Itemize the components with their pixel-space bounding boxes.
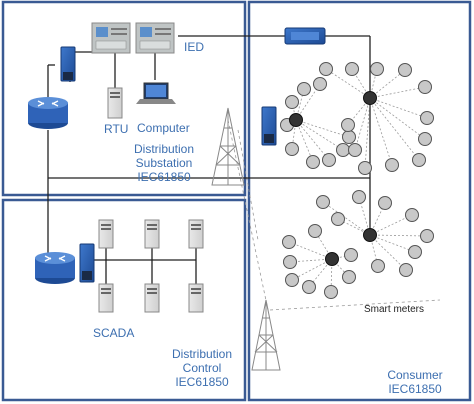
smart-meter-icon	[408, 245, 422, 259]
smart-meter-icon	[385, 158, 399, 172]
server-icon	[107, 87, 123, 119]
control-line-2: Control	[182, 361, 222, 375]
server-icon	[188, 283, 204, 313]
smart-meter-icon	[352, 190, 366, 204]
smart-meter-icon	[342, 270, 356, 284]
scada-servers	[98, 219, 204, 313]
smart-meter-icon	[322, 153, 336, 167]
rtu-label: RTU	[104, 122, 129, 136]
smart-meter-icon	[297, 82, 311, 96]
ups-icon	[261, 106, 277, 146]
smart-meter-icon	[418, 132, 432, 146]
server-icon	[98, 219, 114, 249]
smart-meter-icon	[371, 259, 385, 273]
ied-device-icon	[135, 22, 175, 54]
control-title: Distribution Control IEC61850	[160, 347, 244, 389]
meter-hub-node	[289, 113, 303, 127]
ups-icon	[79, 243, 95, 283]
smart-meter-icon	[336, 143, 350, 157]
server-icon	[144, 283, 160, 313]
ups-icon	[60, 46, 76, 82]
consumer-zone	[247, 0, 472, 402]
ied-label: IED	[184, 40, 205, 54]
smart-meter-icon	[282, 235, 296, 249]
smart-meter-icon	[399, 263, 413, 277]
smart-meter-icon	[324, 285, 338, 299]
smart-meter-icon	[283, 255, 297, 269]
control-line-1: Distribution	[171, 347, 233, 361]
control-line-3: IEC61850	[175, 375, 229, 389]
smart-meter-icon	[319, 62, 333, 76]
consumer-line-2: IEC61850	[388, 382, 442, 396]
server-icon	[144, 219, 160, 249]
smart-meter-icon	[405, 208, 419, 222]
smart-meters-cluster	[280, 62, 434, 299]
smart-meter-icon	[285, 142, 299, 156]
wireless-links	[227, 119, 441, 311]
smart-meter-icon	[302, 280, 316, 294]
substation-line-1: Distribution	[133, 142, 195, 156]
router-icon	[28, 97, 68, 129]
tower-icon	[211, 107, 245, 186]
smart-meters-label: Smart meters	[364, 304, 425, 315]
ied-device-icon	[91, 22, 131, 54]
smart-meter-icon	[345, 62, 359, 76]
smart-meter-icon	[420, 111, 434, 125]
computer-label: Computer	[137, 121, 190, 135]
smart-meter-icon	[344, 248, 358, 262]
consumer-line-1: Consumer	[387, 368, 443, 382]
meter-hub-node	[325, 252, 339, 266]
smart-meter-icon	[285, 95, 299, 109]
substation-line-3: IEC61850	[137, 170, 191, 184]
server-icon	[98, 283, 114, 313]
router-icon	[35, 252, 75, 284]
smart-meter-icon	[418, 80, 432, 94]
smart-meter-icon	[370, 62, 384, 76]
smart-meter-icon	[331, 212, 345, 226]
smart-meter-icon	[308, 224, 322, 238]
meter-hub-node	[363, 228, 377, 242]
smart-meter-icon	[378, 196, 392, 210]
smart-meter-icon	[313, 77, 327, 91]
smart-meter-icon	[420, 229, 434, 243]
smart-meter-icon	[316, 195, 330, 209]
smart-meter-icon	[398, 63, 412, 77]
smart-meter-icon	[306, 155, 320, 169]
smart-meter-icon	[358, 161, 372, 175]
control-zone	[1, 198, 247, 402]
consumer-title: Consumer IEC61850	[378, 368, 452, 396]
scada-label: SCADA	[93, 326, 135, 340]
laptop-icon	[136, 82, 176, 104]
tower-icon	[251, 299, 281, 371]
smart-meter-icon	[412, 153, 426, 167]
meter-hub-node	[363, 91, 377, 105]
smart-meter-icon	[285, 273, 299, 287]
smart-meter-icon	[348, 143, 362, 157]
server-icon	[188, 219, 204, 249]
smart-meter-icon	[342, 130, 356, 144]
substation-title: Distribution Substation IEC61850	[118, 142, 210, 184]
substation-line-2: Substation	[135, 156, 193, 170]
substation-zone	[1, 0, 247, 197]
smart-meter-icon	[341, 118, 355, 132]
modem-icon	[284, 27, 326, 45]
